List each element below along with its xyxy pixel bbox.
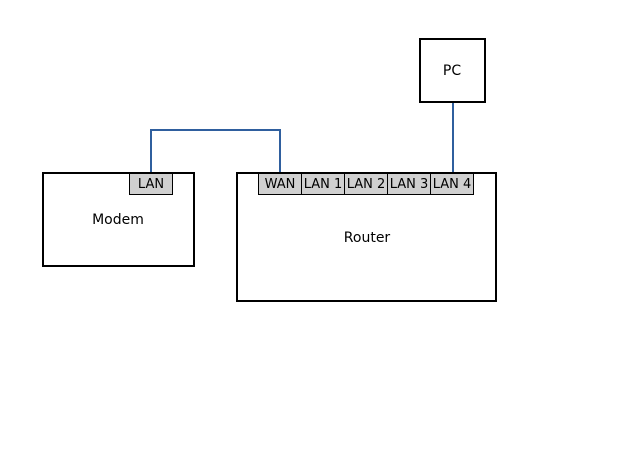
- router-port-lan3: LAN 3: [387, 173, 431, 195]
- svg-text:LAN 1: LAN 1: [304, 177, 343, 192]
- modem-label: Modem: [92, 212, 144, 228]
- pc-label: PC: [443, 63, 461, 79]
- router-port-lan1: LAN 1: [301, 173, 345, 195]
- router-port-lan2: LAN 2: [344, 173, 388, 195]
- modem-device: Modem LAN: [42, 172, 195, 267]
- svg-text:LAN 2: LAN 2: [347, 177, 386, 192]
- modem-port-lan: LAN: [129, 173, 173, 195]
- router-label: Router: [344, 230, 391, 246]
- svg-text:LAN 4: LAN 4: [433, 177, 472, 192]
- svg-text:LAN: LAN: [138, 177, 164, 192]
- pc-device: PC: [419, 38, 486, 103]
- router-port-wan: WAN: [258, 173, 302, 195]
- svg-text:LAN 3: LAN 3: [390, 177, 429, 192]
- router-device: Router WAN LAN 1 LAN 2 LAN 3 LAN 4: [236, 172, 497, 302]
- cable-modem-router: [150, 129, 281, 173]
- svg-text:WAN: WAN: [265, 177, 296, 192]
- router-port-lan4: LAN 4: [430, 173, 474, 195]
